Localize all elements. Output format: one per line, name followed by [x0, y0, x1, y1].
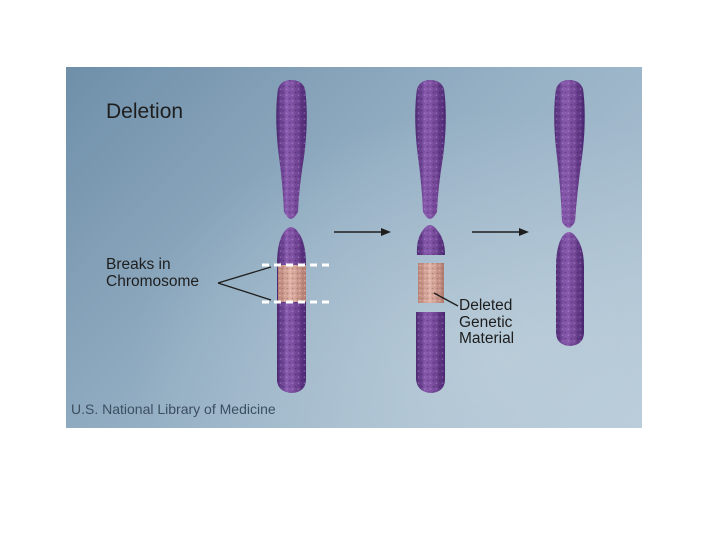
breaks-label: Breaks in Chromosome	[106, 257, 199, 290]
breaks-callout-lines	[218, 267, 271, 300]
chromosome-original	[262, 80, 332, 393]
diagram-title: Deletion	[106, 101, 183, 124]
deleted-material-label: Deleted Genetic Material	[459, 298, 514, 348]
diagram-panel: Deletion Breaks in Chromosome Deleted Ge…	[66, 67, 642, 428]
arrow-right-icon	[334, 228, 391, 236]
chromosome-after-deletion	[554, 80, 585, 346]
credit-text: U.S. National Library of Medicine	[71, 402, 276, 417]
chromosome-breaking	[415, 80, 446, 393]
arrow-right-icon	[472, 228, 529, 236]
